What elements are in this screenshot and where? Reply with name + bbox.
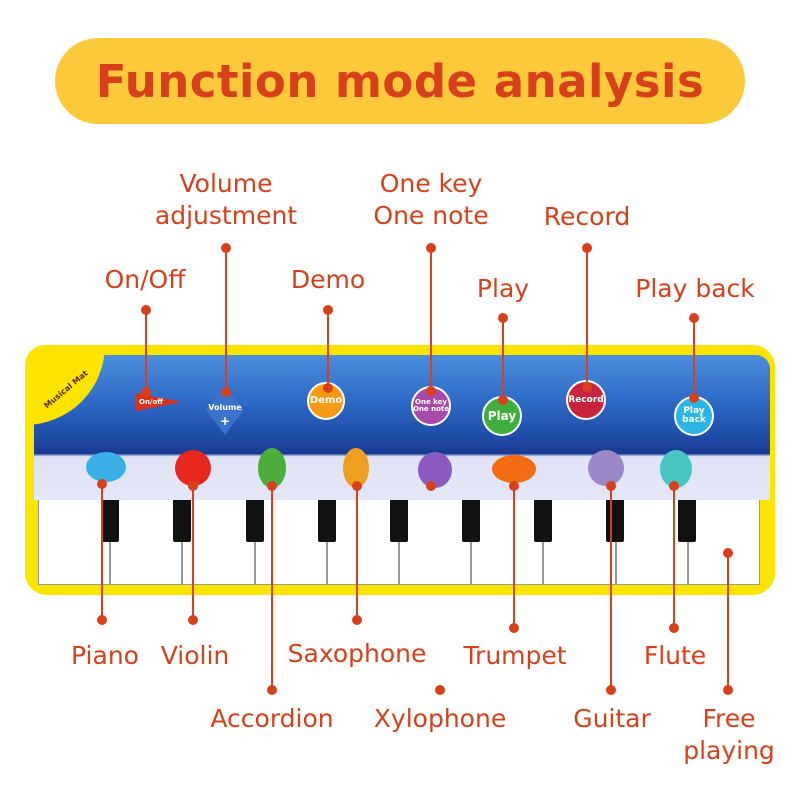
leader-dot xyxy=(582,382,592,392)
leader-line xyxy=(693,318,695,398)
onekey-text: One key One note xyxy=(413,398,450,413)
label-guitar: Guitar xyxy=(573,704,651,733)
leader-dot xyxy=(141,387,151,397)
white-key[interactable] xyxy=(687,500,761,585)
white-key[interactable] xyxy=(110,500,183,585)
demo-text: Demo xyxy=(309,395,343,406)
leader-line xyxy=(271,486,273,690)
white-key[interactable] xyxy=(471,500,544,585)
leader-dot xyxy=(498,313,508,323)
label-violin: Violin xyxy=(160,641,230,670)
black-key[interactable] xyxy=(390,500,408,542)
leader-dot xyxy=(509,481,519,491)
leader-line xyxy=(225,248,227,393)
demo-button[interactable]: Demo xyxy=(307,382,345,420)
label-saxophone: Saxophone xyxy=(287,639,427,668)
leader-dot xyxy=(188,615,198,625)
leader-line xyxy=(430,248,432,390)
leader-line xyxy=(327,310,329,388)
leader-line xyxy=(513,486,515,628)
leader-dot xyxy=(426,386,436,396)
starfish-guitar-icon xyxy=(588,450,624,486)
record-text: Record xyxy=(568,394,604,405)
leader-dot xyxy=(435,685,445,695)
label-piano: Piano xyxy=(71,641,139,670)
label-free-playing: Free playing xyxy=(683,704,775,765)
label-trumpet: Trumpet xyxy=(463,641,567,670)
leader-line xyxy=(502,318,504,400)
label-playback: Play back xyxy=(635,274,755,303)
leader-dot xyxy=(606,481,616,491)
leader-dot xyxy=(669,481,679,491)
dolphin-piano-icon xyxy=(86,452,126,482)
leader-dot xyxy=(141,305,151,315)
leader-dot xyxy=(606,685,616,695)
black-key[interactable] xyxy=(606,500,624,542)
label-demo: Demo xyxy=(290,265,366,294)
label-xylophone: Xylophone xyxy=(373,704,507,733)
leader-dot xyxy=(669,623,679,633)
leader-dot xyxy=(426,481,436,491)
white-key[interactable] xyxy=(615,500,688,585)
leader-dot xyxy=(352,615,362,625)
white-key[interactable] xyxy=(254,500,327,585)
leader-dot xyxy=(97,479,107,489)
white-key[interactable] xyxy=(543,500,616,585)
leader-dot xyxy=(267,481,277,491)
leader-dot xyxy=(97,615,107,625)
leader-dot xyxy=(498,395,508,405)
label-play: Play xyxy=(476,274,530,303)
ocean-scene xyxy=(34,355,770,500)
leader-line xyxy=(145,310,147,392)
leader-line xyxy=(356,486,358,620)
clownfish-trumpet-icon xyxy=(492,455,536,483)
black-key[interactable] xyxy=(534,500,552,542)
label-volume: Volume adjustment xyxy=(154,169,298,230)
leader-line xyxy=(101,484,103,620)
leader-dot xyxy=(723,685,733,695)
page-title: Function mode analysis xyxy=(95,54,705,108)
onoff-text: On/off xyxy=(139,398,163,406)
leader-dot xyxy=(689,393,699,403)
leader-dot xyxy=(267,685,277,695)
volume-text: Volume xyxy=(208,403,242,412)
white-key[interactable] xyxy=(326,500,400,585)
label-accordion: Accordion xyxy=(210,704,334,733)
black-key[interactable] xyxy=(173,500,191,542)
play-text: Play xyxy=(487,409,517,423)
white-key[interactable] xyxy=(399,500,472,585)
title-banner: Function mode analysis xyxy=(55,38,745,124)
leader-dot xyxy=(723,548,733,558)
leader-line xyxy=(610,486,612,690)
label-onoff: On/Off xyxy=(104,265,186,294)
leader-dot xyxy=(188,481,198,491)
leader-dot xyxy=(352,481,362,491)
playback-text: Play back xyxy=(682,406,706,425)
leader-dot xyxy=(509,623,519,633)
black-key[interactable] xyxy=(318,500,336,542)
black-key[interactable] xyxy=(678,500,696,542)
black-key[interactable] xyxy=(246,500,264,542)
leader-line xyxy=(727,553,729,690)
white-key[interactable] xyxy=(182,500,255,585)
leader-dot xyxy=(221,243,231,253)
crab-violin-icon xyxy=(175,450,211,486)
white-key[interactable] xyxy=(38,500,111,585)
leader-line xyxy=(192,486,194,620)
leader-dot xyxy=(689,313,699,323)
leader-line xyxy=(586,248,588,387)
volume-plus[interactable]: + xyxy=(219,414,231,428)
leader-dot xyxy=(323,305,333,315)
leader-dot xyxy=(323,383,333,393)
black-key[interactable] xyxy=(101,500,119,542)
label-onekey: One key One note xyxy=(373,169,489,230)
leader-dot xyxy=(426,243,436,253)
leader-dot xyxy=(582,243,592,253)
label-record: Record xyxy=(543,202,631,231)
label-flute: Flute xyxy=(643,641,707,670)
leader-dot xyxy=(221,387,231,397)
black-key[interactable] xyxy=(462,500,480,542)
leader-line xyxy=(673,486,675,628)
